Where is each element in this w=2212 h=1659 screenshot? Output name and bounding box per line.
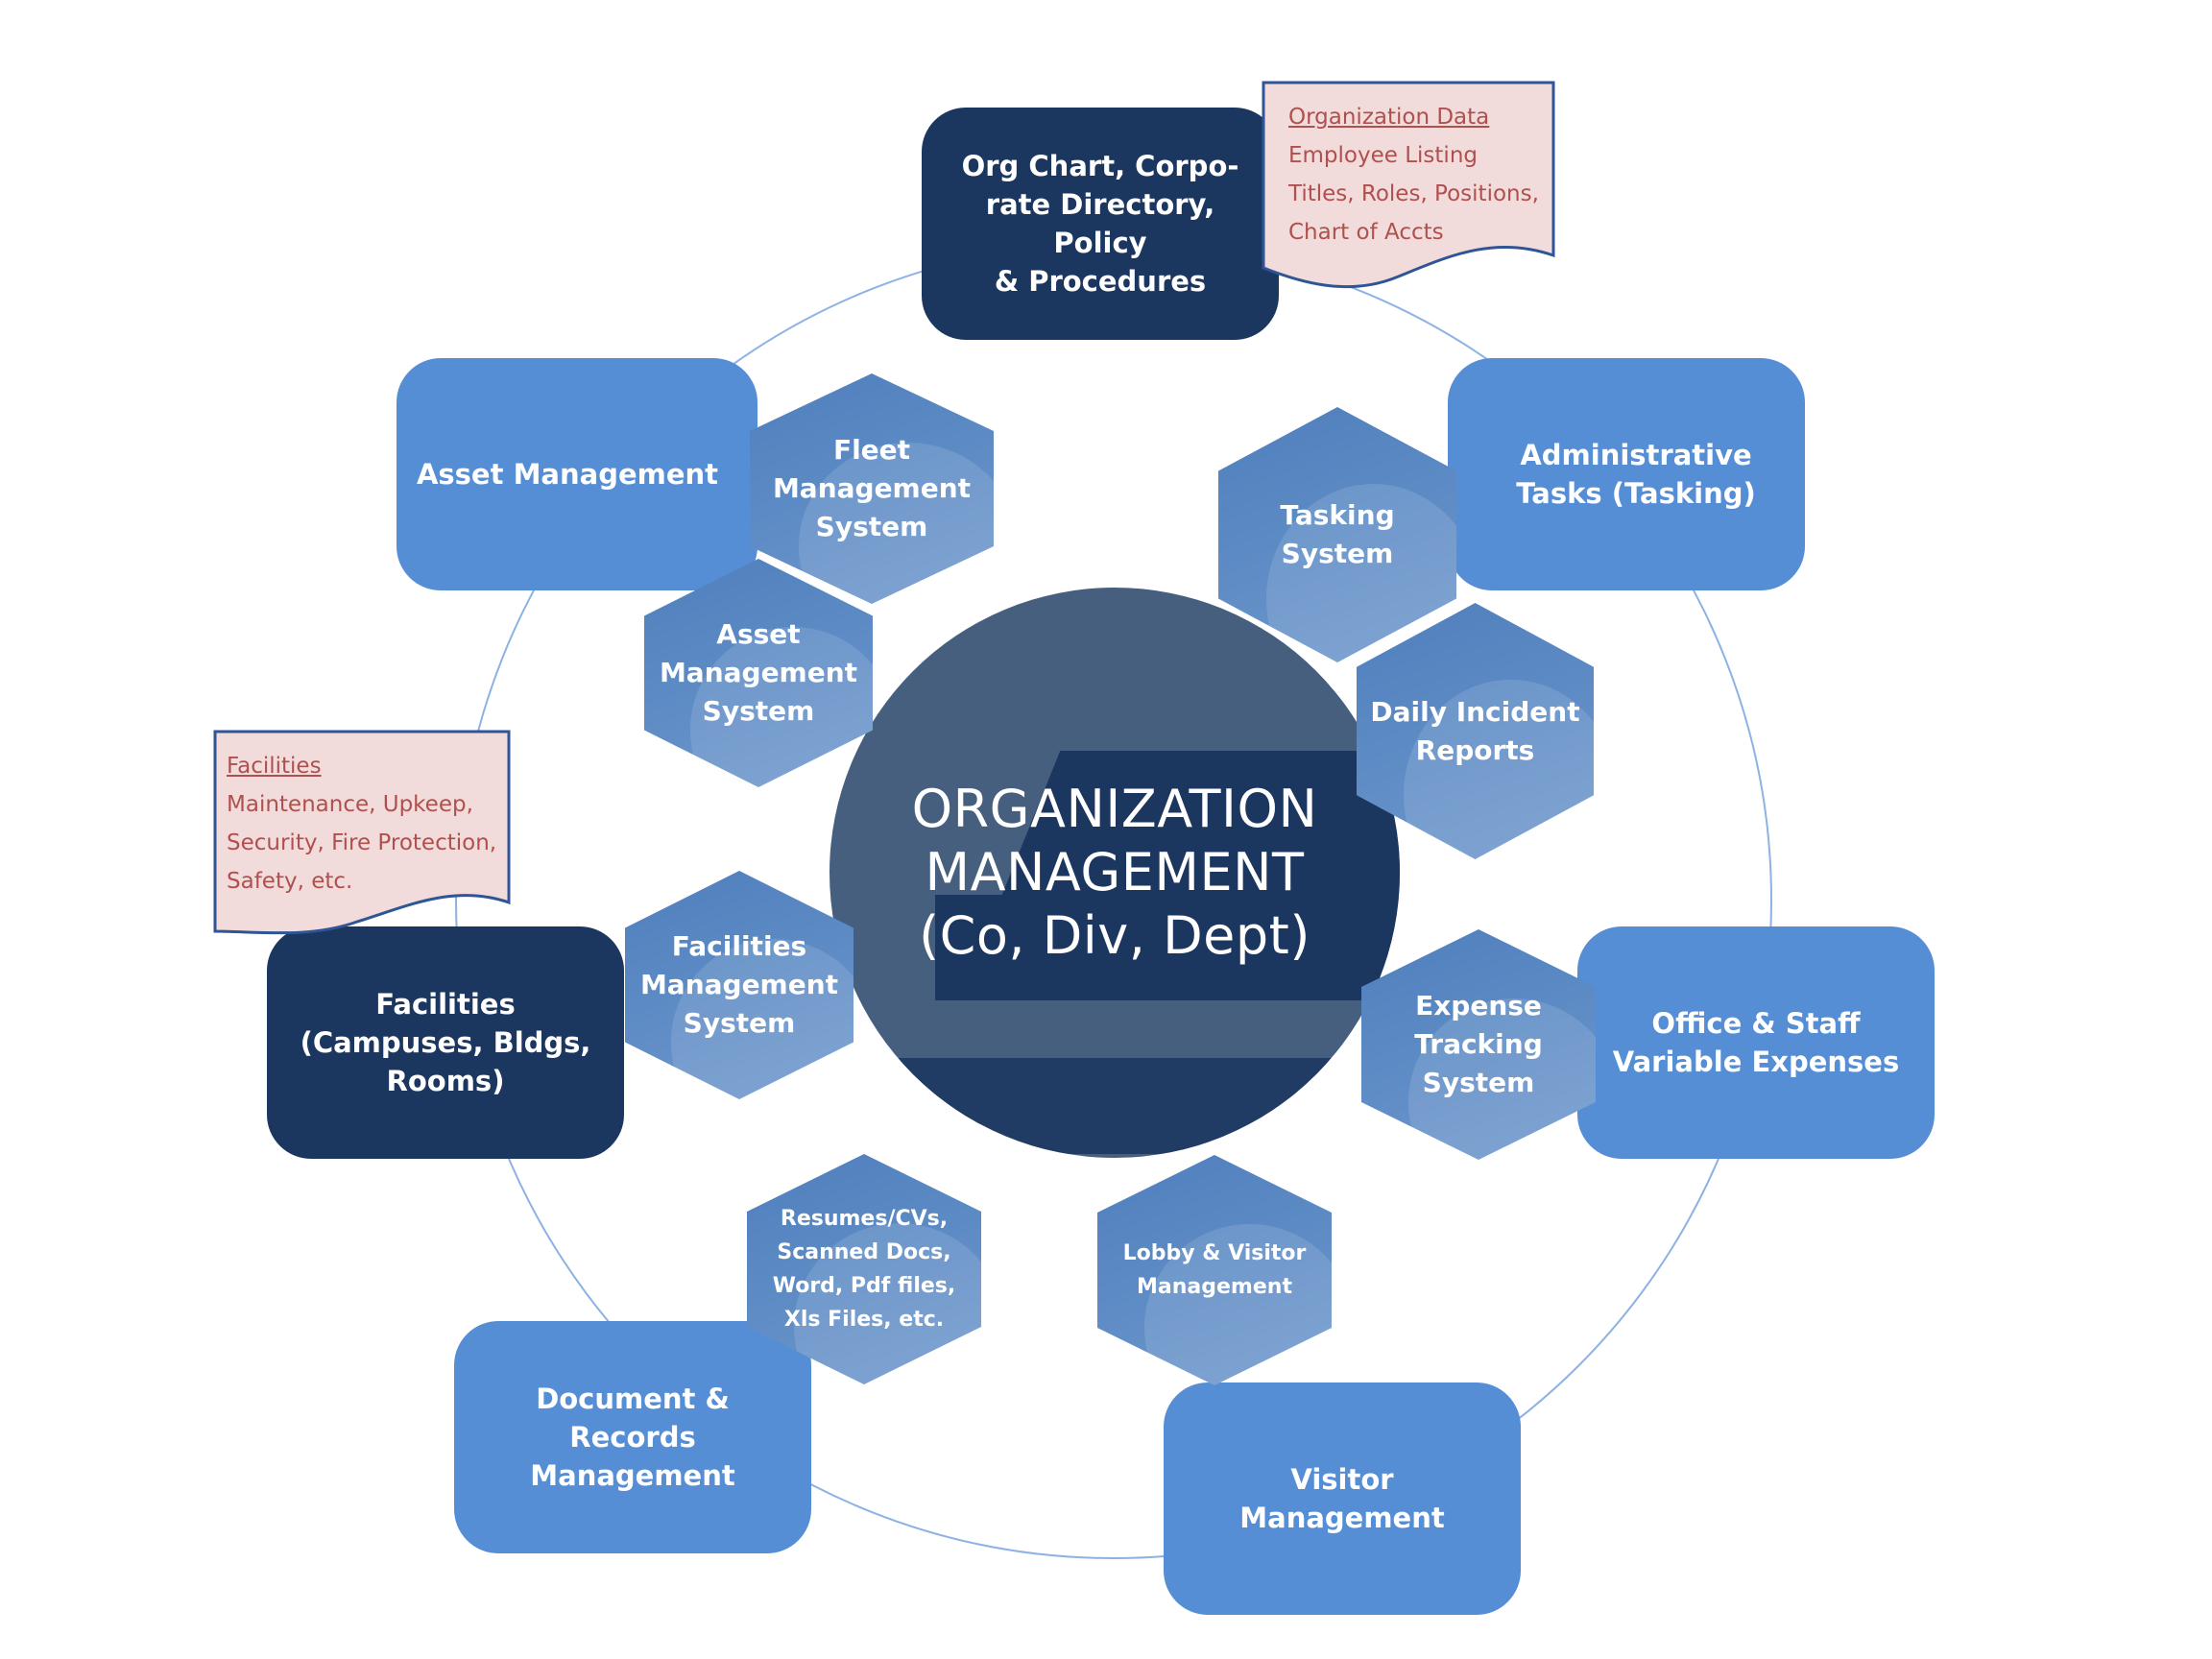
visitor-management-line2: Management [1239,1502,1445,1534]
center-label: ORGANIZATION MANAGEMENT (Co, Div, Dept) [830,588,1400,1158]
incident-line2: Reports [1415,733,1535,766]
resumes-documents-label: Resumes/CVs, Scanned Docs, Word, Pdf fil… [747,1154,981,1384]
fleet-line1: Fleet [832,434,911,466]
facilities-note-title: Facilities [227,754,322,779]
fleet-management-label: Fleet Management System [750,373,994,604]
facilities-management-system-label: Facilities Management System [625,871,854,1099]
office-staff-line2: Variable Expenses [1612,1046,1900,1078]
facilities-note-line2: Security, Fire Protection, [227,830,497,855]
administrative-tasks-box: Administrative Tasks (Tasking) [1448,358,1805,590]
document-records-line2: Records [569,1421,696,1454]
office-staff-line1: Office & Staff [1651,1007,1861,1040]
facilities-box: Facilities (Campuses, Bldgs, Rooms) [267,926,624,1159]
asset-sys-line2: Management [659,657,858,688]
incident-line1: Daily Incident [1370,695,1580,728]
lobby-line2: Management [1137,1275,1292,1299]
org-chart-line3: & Procedures [994,265,1207,298]
tasking-system-label: Tasking System [1218,407,1456,662]
center-circle [830,588,1400,1158]
center-label-line3: (Co, Div, Dept) [919,905,1310,966]
resumes-line1: Resumes/CVs, [780,1207,949,1231]
tasking-line1: Tasking [1280,499,1395,531]
document-records-line3: Management [530,1459,735,1492]
expense-line3: System [1422,1067,1535,1098]
note-shape [1262,81,1555,289]
fleet-line3: System [815,511,928,542]
tasking-line2: System [1281,538,1394,569]
organization-data-line1: Employee Listing [1288,143,1478,168]
facilities-line3: Rooms) [386,1065,505,1097]
asset-sys-line3: System [702,695,815,727]
org-chart-line1: Org Chart, Corpo- [961,150,1239,182]
office-staff-box: Office & Staff Variable Expenses [1577,926,1935,1159]
asset-sys-line1: Asset [716,618,801,650]
facilities-line1: Facilities [375,988,516,1021]
asset-management-line1: Asset Management [416,458,719,491]
visitor-management-box: Visitor Management [1164,1382,1521,1615]
asset-management-system-hex [644,559,873,787]
organization-data-note: Organization Data Employee Listing Title… [1262,81,1555,301]
organization-data-title: Organization Data [1288,105,1490,130]
note-shape [213,730,511,935]
expense-tracking-label: Expense Tracking System [1361,929,1596,1160]
facilities-sys-line3: System [683,1007,796,1039]
fleet-line2: Management [772,472,972,504]
resumes-line2: Scanned Docs, [777,1240,951,1264]
asset-management-box: Asset Management [397,358,757,590]
organization-data-text: Organization Data Employee Listing Title… [1288,98,1539,252]
facilities-note-line3: Safety, etc. [227,869,353,894]
lobby-visitor-label: Lobby & Visitor Management [1097,1155,1332,1385]
resumes-line3: Word, Pdf files, [772,1274,956,1298]
document-records-box: Document & Records Management [454,1321,811,1553]
facilities-line2: (Campuses, Bldgs, [300,1026,591,1059]
organization-data-line3: Chart of Accts [1288,220,1444,245]
organization-data-line2: Titles, Roles, Positions, [1288,181,1539,206]
facilities-note-line1: Maintenance, Upkeep, [227,792,473,817]
tasking-system-hex [1218,407,1456,662]
facilities-sys-line1: Facilities [671,930,807,962]
facilities-sys-line2: Management [639,969,839,1000]
center-label-line2: MANAGEMENT [925,842,1305,902]
expense-line1: Expense [1415,990,1542,1022]
administrative-tasks-line1: Administrative [1520,439,1752,471]
resumes-line4: Xls Files, etc. [783,1308,945,1332]
document-records-line1: Document & [536,1382,730,1415]
org-chart-box: Org Chart, Corpo- rate Directory, Policy… [922,108,1279,340]
daily-incident-label: Daily Incident Reports [1357,603,1594,859]
center-label-line1: ORGANIZATION [911,779,1318,839]
org-chart-line2: rate Directory, Policy [985,188,1215,259]
lobby-line1: Lobby & Visitor [1122,1241,1307,1265]
asset-management-system-label: Asset Management System [644,559,873,787]
expense-line2: Tracking [1414,1028,1543,1060]
facilities-note: Facilities Maintenance, Upkeep, Security… [213,730,511,946]
administrative-tasks-line2: Tasks (Tasking) [1516,477,1756,510]
facilities-note-text: Facilities Maintenance, Upkeep, Security… [227,747,496,901]
visitor-management-line1: Visitor [1290,1463,1394,1496]
